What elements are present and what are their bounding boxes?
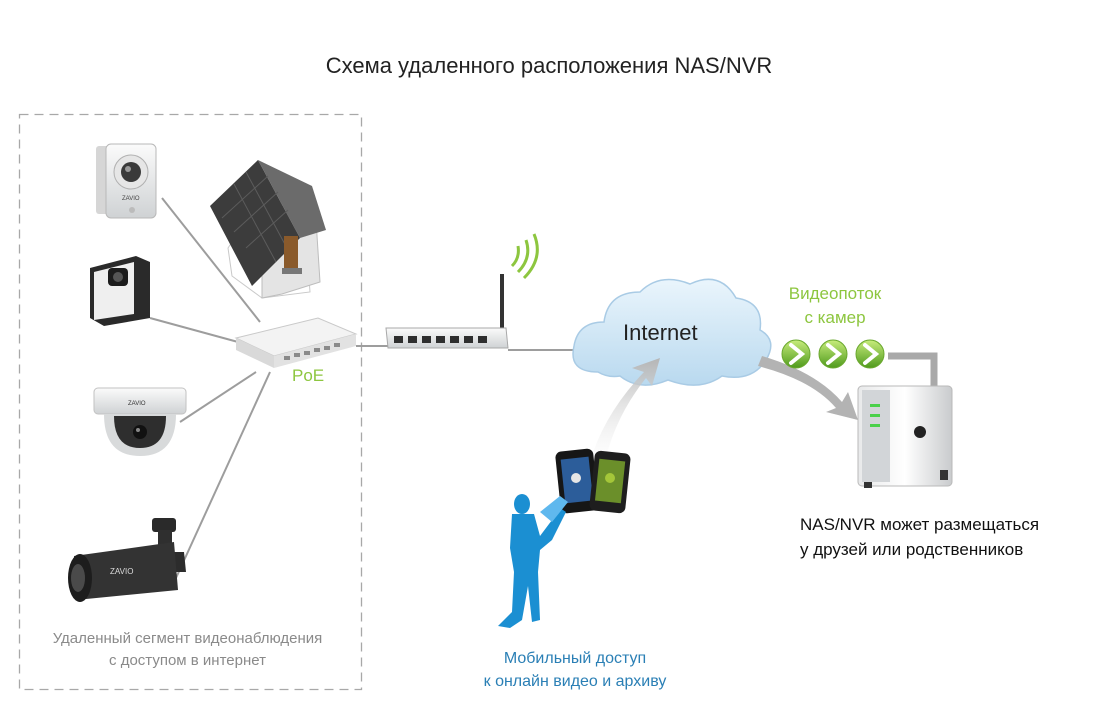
nas-caption: NAS/NVR может размещаться у друзей или р… <box>800 512 1039 562</box>
stream-arrow-icon <box>855 339 885 369</box>
stream-label-line2: с камер <box>804 308 866 327</box>
line-camera3-switch <box>179 371 257 423</box>
poe-switch-icon <box>234 317 358 368</box>
line-camera1-switch <box>161 197 261 323</box>
segment-caption-line2: с доступом в интернет <box>109 652 266 669</box>
mobile-caption-line2: к онлайн видео и архиву <box>483 673 667 690</box>
camera-brand-2: ZAVIO <box>128 401 146 407</box>
line-camera2-switch <box>149 317 239 343</box>
internet-label: Internet <box>623 320 698 345</box>
segment-caption-line1: Удаленный сегмент видеонаблюдения <box>52 630 323 647</box>
internet-cloud-icon <box>572 278 772 386</box>
wifi-router-icon <box>385 233 539 349</box>
camera-brand-3: ZAVIO <box>110 567 133 576</box>
nas-device-icon <box>857 385 953 488</box>
woman-silhouette-icon <box>498 494 568 628</box>
nas-caption-line2: у друзей или родственников <box>800 540 1024 559</box>
stream-arrows <box>781 339 885 369</box>
stream-arrow-icon <box>818 339 848 369</box>
camera-brand-1: ZAVIO <box>122 196 140 202</box>
mobile-caption-line1: Мобильный доступ <box>503 650 647 667</box>
stream-label-line1: Видеопоток <box>788 284 882 303</box>
house-icon <box>210 160 326 299</box>
remote-segment-caption: Удаленный сегмент видеонаблюдения с дост… <box>20 628 355 672</box>
cube-camera-icon <box>90 256 150 326</box>
poe-label: PoE <box>292 366 325 385</box>
mobile-to-cloud-arrow <box>590 358 660 466</box>
dome-camera-icon: ZAVIO <box>93 387 187 456</box>
smartphones-icon <box>555 448 631 514</box>
nas-caption-line1: NAS/NVR может размещаться <box>800 515 1040 534</box>
stream-label: Видеопоток с камер <box>760 282 910 330</box>
line-stream-nas <box>888 352 938 388</box>
remote-segment-frame <box>18 113 363 691</box>
stream-arrow-icon <box>781 339 811 369</box>
bullet-camera-icon: ZAVIO <box>68 518 186 602</box>
connection-lines <box>149 197 938 579</box>
line-camera4-switch <box>175 371 271 579</box>
diagram-title: Схема удаленного расположения NAS/NVR <box>325 53 773 78</box>
cloud-to-nas-arrow <box>758 356 858 420</box>
wifi-camera-icon: ZAVIO <box>96 143 157 219</box>
mobile-access-caption: Мобильный доступ к онлайн видео и архиву <box>470 647 680 693</box>
